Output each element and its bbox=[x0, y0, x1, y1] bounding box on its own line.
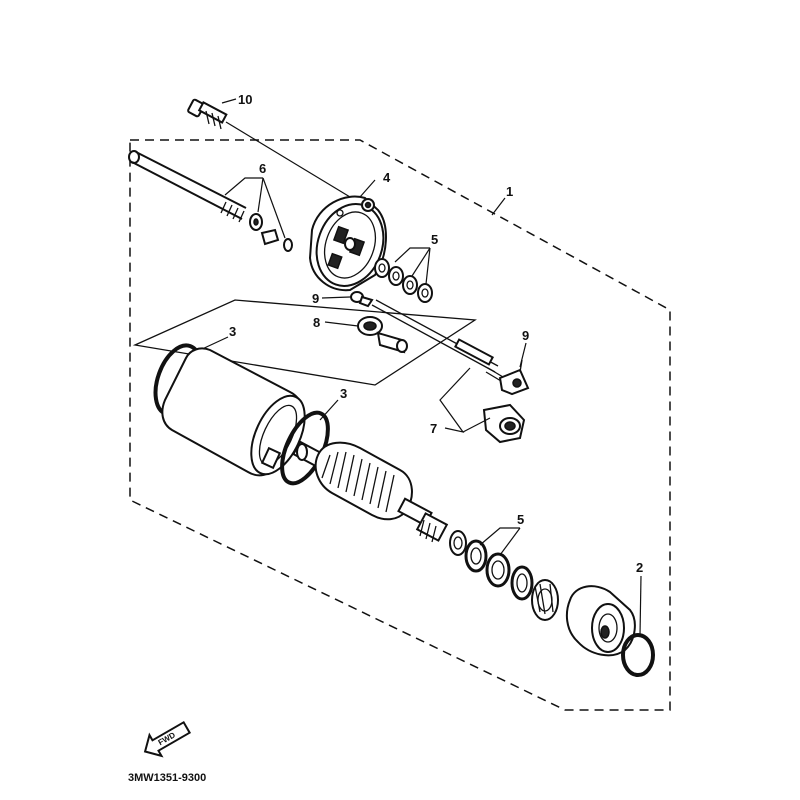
terminal-lead-7 bbox=[453, 338, 526, 444]
callout-3-mid: 3 bbox=[340, 386, 347, 401]
leader-6c bbox=[262, 177, 286, 239]
clip-9-right bbox=[498, 359, 530, 396]
oring-2 bbox=[621, 633, 655, 677]
callout-5-top: 5 bbox=[431, 232, 438, 247]
assembly-boundary bbox=[129, 139, 671, 711]
leader-9-left bbox=[321, 296, 351, 299]
clip-9-left bbox=[350, 291, 374, 308]
leader-10-to-4 bbox=[225, 121, 356, 201]
callout-8: 8 bbox=[313, 315, 320, 330]
washer-set-5-bottom bbox=[449, 530, 534, 601]
front-cover bbox=[565, 585, 636, 657]
leader-5-top bbox=[394, 247, 430, 263]
callout-2: 2 bbox=[636, 560, 643, 575]
diagram-code: 3MW1351-9300 bbox=[128, 772, 206, 784]
callout-3-left: 3 bbox=[229, 324, 236, 339]
leader-8 bbox=[324, 321, 359, 327]
fwd-arrow-icon bbox=[143, 720, 192, 758]
callout-7: 7 bbox=[430, 421, 437, 436]
leader-5-bottom-b bbox=[499, 527, 521, 556]
leader-1 bbox=[491, 197, 506, 216]
callout-9-left: 9 bbox=[312, 291, 319, 306]
callout-1: 1 bbox=[506, 184, 513, 199]
washer-set-5-top bbox=[374, 258, 433, 303]
long-through-bolt bbox=[128, 150, 247, 223]
leader-6b bbox=[257, 177, 264, 213]
callout-9-right: 9 bbox=[522, 328, 529, 343]
end-cover-4 bbox=[308, 195, 387, 292]
yoke-housing bbox=[161, 347, 306, 477]
bolt-10 bbox=[187, 98, 228, 130]
leader-5-bottom bbox=[479, 527, 520, 546]
leader-7b bbox=[462, 417, 491, 433]
callout-4: 4 bbox=[383, 170, 391, 185]
leader-2 bbox=[639, 575, 642, 636]
terminal-insulator-8 bbox=[357, 316, 408, 354]
leader-7 bbox=[439, 367, 471, 433]
leader-10 bbox=[221, 98, 237, 104]
callout-5-bottom: 5 bbox=[517, 512, 524, 527]
needle-bearing bbox=[531, 579, 559, 621]
armature bbox=[292, 440, 449, 543]
terminal-rod bbox=[371, 304, 496, 373]
washer-set-6 bbox=[249, 213, 293, 252]
callout-6: 6 bbox=[259, 161, 266, 176]
subgroup-boundary bbox=[132, 299, 477, 386]
leader-3-mid bbox=[319, 399, 339, 421]
leader-5-top-b bbox=[411, 247, 431, 277]
leader-6 bbox=[224, 177, 263, 196]
leader-9-right bbox=[519, 342, 527, 368]
callout-10: 10 bbox=[238, 92, 252, 107]
leader-4 bbox=[359, 179, 376, 198]
leader-5-top-c bbox=[425, 247, 431, 285]
